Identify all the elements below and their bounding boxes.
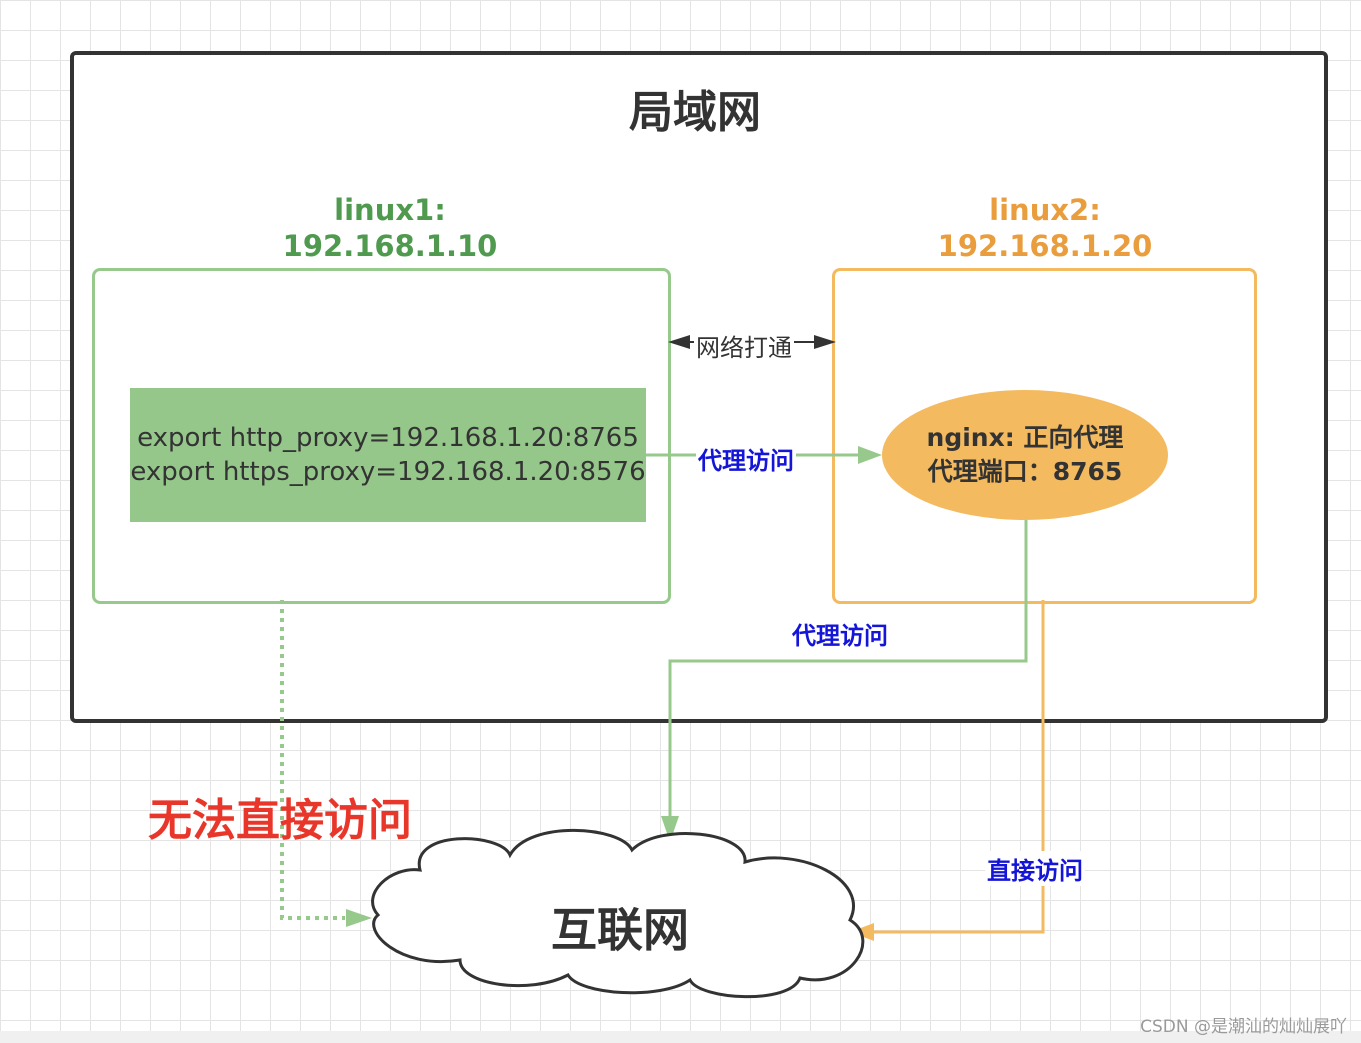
linux1-blocked-arrow bbox=[346, 909, 372, 927]
linux2-direct-line bbox=[872, 600, 1045, 934]
no-direct-access-label: 无法直接访问 bbox=[148, 795, 412, 846]
network-link-arrow-left bbox=[668, 335, 690, 349]
linux2-label: linux2: 192.168.1.20 bbox=[905, 192, 1185, 264]
internet-cloud bbox=[371, 828, 865, 999]
linux1-name: linux1: bbox=[334, 193, 446, 227]
proxy-access-label-2: 代理访问 bbox=[790, 616, 890, 651]
http-proxy-line: export http_proxy=192.168.1.20:8765 bbox=[137, 423, 639, 453]
linux1-blocked-line bbox=[280, 600, 345, 920]
linux2-ip: 192.168.1.20 bbox=[937, 229, 1153, 263]
internet-label: 互联网 bbox=[551, 903, 689, 957]
linux2-name: linux2: bbox=[989, 193, 1101, 227]
linux1-ip: 192.168.1.10 bbox=[282, 229, 498, 263]
footer-bar bbox=[0, 1031, 1361, 1043]
nginx-to-internet-arrow bbox=[661, 816, 679, 842]
nginx-to-internet-line bbox=[668, 520, 1028, 820]
network-link-label: 网络打通 bbox=[694, 328, 794, 363]
csdn-watermark: CSDN @是潮汕的灿灿展吖 bbox=[1140, 1017, 1347, 1037]
network-link-arrow-right bbox=[814, 335, 836, 349]
nginx-port: 代理端口：8765 bbox=[927, 457, 1123, 486]
proxy-access-arrow bbox=[858, 446, 882, 464]
lan-title: 局域网 bbox=[629, 87, 761, 138]
nginx-node: nginx: 正向代理 代理端口：8765 bbox=[882, 390, 1168, 520]
nginx-title: nginx: 正向代理 bbox=[926, 423, 1124, 452]
proxy-access-label-1: 代理访问 bbox=[696, 441, 796, 476]
direct-access-label: 直接访问 bbox=[985, 851, 1085, 886]
https-proxy-line: export https_proxy=192.168.1.20:8576 bbox=[130, 457, 646, 487]
proxy-env-block: export http_proxy=192.168.1.20:8765 expo… bbox=[130, 388, 646, 522]
linux1-label: linux1: 192.168.1.10 bbox=[250, 192, 530, 264]
